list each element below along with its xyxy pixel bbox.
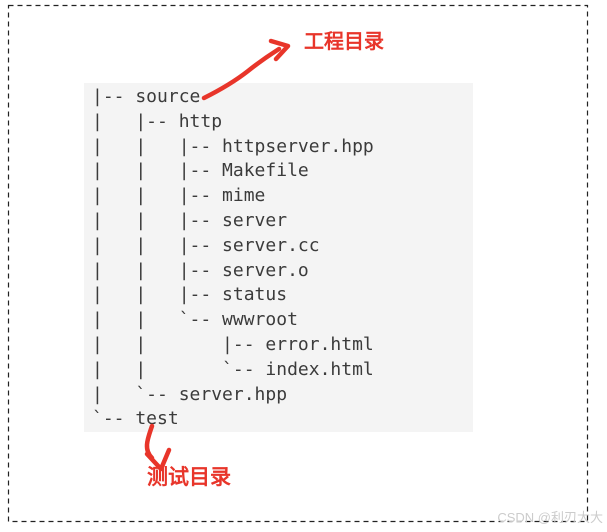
label-test-directory: 测试目录: [147, 466, 231, 489]
watermark-text: CSDN @利刃大大: [497, 510, 603, 525]
arrowhead-top-icon: [268, 38, 291, 62]
directory-tree-text: |-- source | |-- http | | |-- httpserver…: [92, 86, 374, 430]
directory-tree-block: |-- source | |-- http | | |-- httpserver…: [84, 83, 473, 432]
label-project-directory: 工程目录: [304, 31, 384, 53]
